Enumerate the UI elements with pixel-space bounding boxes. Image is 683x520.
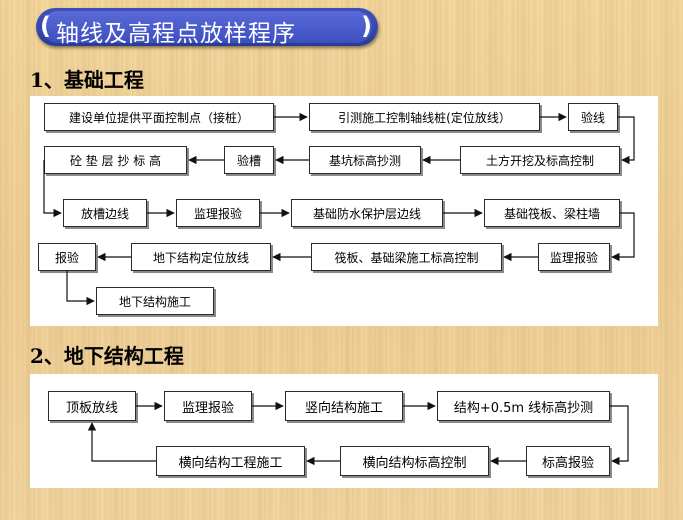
arrow-s1-11 (611, 212, 635, 262)
s1-step-survey-axis-stakes: 引测施工控制轴线桩(定位放线） (309, 103, 540, 131)
s1-step-supervision-report-1: 监理报验 (176, 199, 260, 227)
s2-step-supervision-report: 监理报验 (164, 391, 252, 421)
s1-step-report: 报验 (38, 243, 96, 271)
title-banner: ( 轴线及高程点放样程序 ) (36, 8, 378, 47)
s2-step-horizontal-construction: 横向结构工程施工 (156, 446, 305, 476)
s1-step-underground-construction: 地下结构施工 (96, 287, 214, 315)
s1-step-cushion-elevation: 砼 垫 层 抄 标 高 (44, 146, 187, 174)
s1-step-raft-beam-elevation: 筏板、基础梁施工标高控制 (311, 243, 502, 271)
s1-step-waterproof-edge-line: 基础防水保护层边线 (291, 199, 443, 227)
s2-step-horizontal-elevation: 横向结构标高控制 (340, 446, 489, 476)
section1-heading: 1、基础工程 (30, 68, 144, 92)
s1-step-underground-positioning: 地下结构定位放线 (131, 243, 271, 271)
arrow-s1-15 (66, 271, 95, 306)
s1-step-trench-inspection: 验槽 (224, 146, 274, 174)
s1-step-trench-edge-line: 放槽边线 (63, 199, 147, 227)
s1-step-provide-control-points: 建设单位提供平面控制点（接桩） (44, 103, 274, 131)
banner-left-bracket: ( (40, 12, 51, 40)
s1-step-excavation-elevation: 土方开挖及标高控制 (460, 146, 620, 174)
arrow-s2-7 (87, 422, 156, 462)
arrow-s1-3 (618, 116, 635, 165)
arrow-s2-4 (610, 405, 629, 466)
s2-step-elevation-report: 标高报验 (526, 446, 610, 476)
title-banner-inner (42, 11, 372, 43)
section2-heading: 2、地下结构工程 (30, 344, 184, 368)
arrow-s1-7 (43, 160, 62, 218)
s1-step-check-lines: 验线 (568, 103, 618, 131)
s1-step-raft-beam-column-wall: 基础筏板、梁柱墙 (484, 199, 620, 227)
s2-step-vertical-structure: 竖向结构施工 (285, 391, 403, 421)
s1-step-supervision-report-2: 监理报验 (538, 243, 610, 271)
s2-step-structure-line-survey: 结构+0.5m 线标高抄测 (437, 391, 610, 421)
page-title: 轴线及高程点放样程序 (56, 21, 296, 47)
banner-right-bracket: ) (361, 12, 372, 40)
s2-step-roof-layout: 顶板放线 (48, 391, 136, 421)
s1-step-pit-elevation-survey: 基坑标高抄测 (309, 146, 421, 174)
